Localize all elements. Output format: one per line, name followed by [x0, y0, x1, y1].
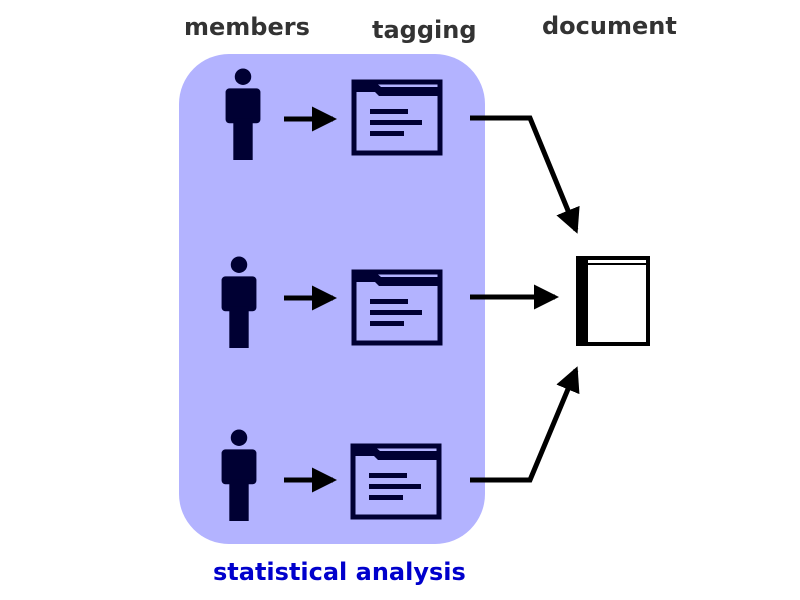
member-row-2	[221, 256, 440, 348]
tag-to-document-arrow	[470, 366, 580, 483]
member-row-1	[225, 68, 440, 160]
heading-tagging: tagging	[372, 16, 477, 44]
member-row-3	[221, 429, 439, 521]
book-icon	[576, 256, 650, 346]
tag-to-document-arrow	[470, 115, 580, 234]
heading-members: members	[184, 13, 310, 41]
heading-document: document	[542, 12, 677, 40]
caption-statistical-analysis: statistical analysis	[213, 558, 466, 586]
